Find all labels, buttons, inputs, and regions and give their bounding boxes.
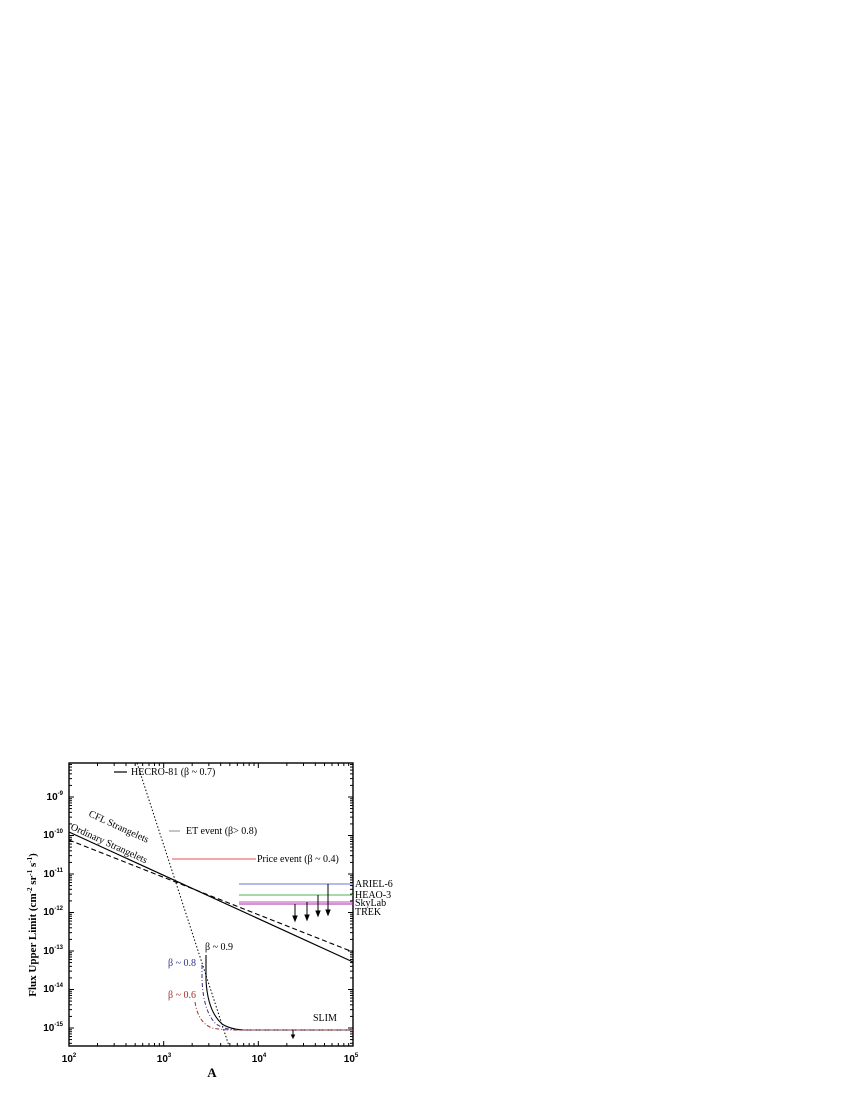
beta08-label: β ~ 0.8 [168, 958, 196, 969]
hecro81-line [136, 763, 230, 1046]
y-tick-label: 10-12 [43, 906, 63, 918]
ariel6-label: ARIEL-6 [355, 879, 393, 890]
x-axis-title: A [207, 1065, 217, 1080]
y-tick-label: 10-14 [43, 983, 63, 995]
y-tick-label: 10-9 [47, 791, 64, 803]
et-event-label: ET event (β> 0.8) [186, 826, 257, 837]
y-tick-label: 10-15 [43, 1022, 63, 1034]
x-tick-label: 102 [62, 1053, 77, 1065]
y-tick-label: 10-10 [43, 829, 63, 841]
heao3-label: HEAO-3 [355, 890, 391, 901]
slim-upper-limit-arrow [290, 1030, 296, 1040]
cfl-strangelets-line [69, 831, 353, 963]
x-tick-label: 104 [252, 1053, 267, 1065]
hecro81-label: HECRO-81 (β ~ 0.7) [131, 767, 215, 778]
upper-limit-arrows [292, 884, 331, 923]
beta09-label: β ~ 0.9 [205, 942, 233, 953]
skylab-label: SkyLab [355, 898, 386, 909]
trek-label: TREK [355, 907, 382, 918]
slim-label: SLIM [313, 1013, 337, 1024]
axis-ticks [68, 763, 354, 1046]
y-tick-label: 10-11 [44, 868, 64, 880]
y-axis-title: Flux Upper Limit (cm-2 sr-1 s-1) [26, 853, 39, 997]
ordinary-strangelets-line [69, 839, 353, 953]
slim-beta06-curve [194, 1001, 353, 1031]
slim-beta09-curve [205, 955, 353, 1031]
x-tick-label: 105 [344, 1053, 359, 1065]
price-event-label: Price event (β ~ 0.4) [257, 854, 339, 865]
x-tick-label: 103 [157, 1053, 172, 1065]
beta06-label: β ~ 0.6 [168, 990, 196, 1001]
y-tick-label: 10-13 [43, 945, 63, 957]
